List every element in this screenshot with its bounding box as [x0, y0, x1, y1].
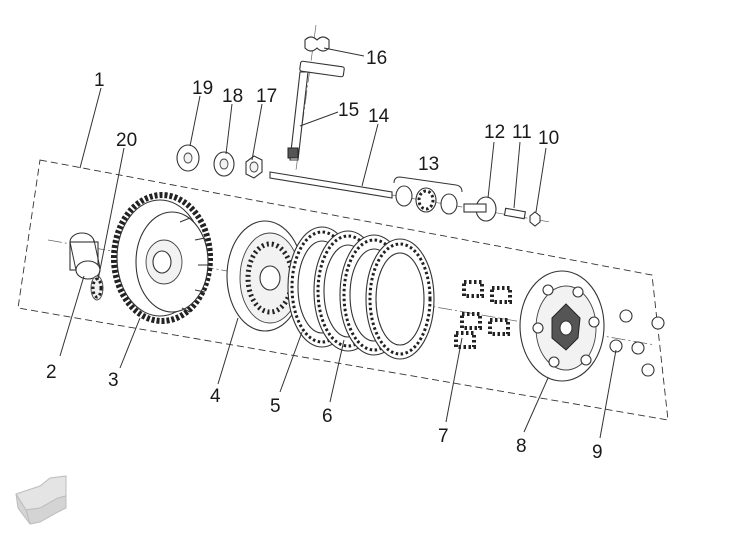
part-bolts: [609, 309, 665, 377]
callout-17: 17: [256, 86, 277, 107]
part-nut-17: [245, 155, 263, 179]
navigation-arrow-icon[interactable]: [15, 475, 67, 525]
part-washer-19: [176, 144, 200, 172]
leader-lines: [59, 47, 617, 439]
part-washer-18: [213, 151, 235, 177]
callout-5: 5: [270, 396, 281, 417]
callout-13: 13: [418, 154, 439, 175]
callout-1: 1: [94, 70, 105, 91]
part-clutch-springs: [454, 280, 512, 349]
callout-2: 2: [46, 362, 57, 383]
callout-labels: 1 2 3 4 5 6 7 8 9 10 11 12 13 14 15 16 1…: [46, 48, 603, 463]
callout-10: 10: [538, 128, 559, 149]
friction-plate-d: [365, 238, 435, 360]
part-clutch-plates: [287, 226, 435, 360]
part-bolt-11: [503, 207, 527, 220]
callout-20: 20: [116, 130, 137, 151]
callout-9: 9: [592, 442, 603, 463]
bracket-13: [393, 176, 463, 193]
callout-16: 16: [366, 48, 387, 69]
callout-6: 6: [322, 406, 333, 427]
part-bearing-set: [393, 176, 463, 215]
callout-7: 7: [438, 426, 449, 447]
part-release-spring: [299, 36, 345, 78]
part-push-rod: [269, 171, 393, 199]
part-pressure-plate: [519, 270, 605, 382]
part-nut-10: [529, 211, 541, 227]
callout-8: 8: [516, 436, 527, 457]
callout-11: 11: [512, 122, 532, 143]
part-bushing: [69, 232, 101, 280]
callout-14: 14: [368, 106, 390, 127]
part-release-shaft: [287, 71, 309, 161]
clutch-assembly-outline: [17, 159, 669, 421]
callout-15: 15: [338, 100, 359, 121]
part-clutch-housing: [111, 192, 213, 324]
callout-4: 4: [210, 386, 221, 407]
part-needle-bearing: [90, 275, 104, 301]
callout-12: 12: [484, 122, 505, 143]
part-push-piece: [463, 196, 497, 222]
callout-19: 19: [192, 78, 213, 99]
callout-18: 18: [222, 86, 243, 107]
callout-3: 3: [108, 370, 119, 391]
